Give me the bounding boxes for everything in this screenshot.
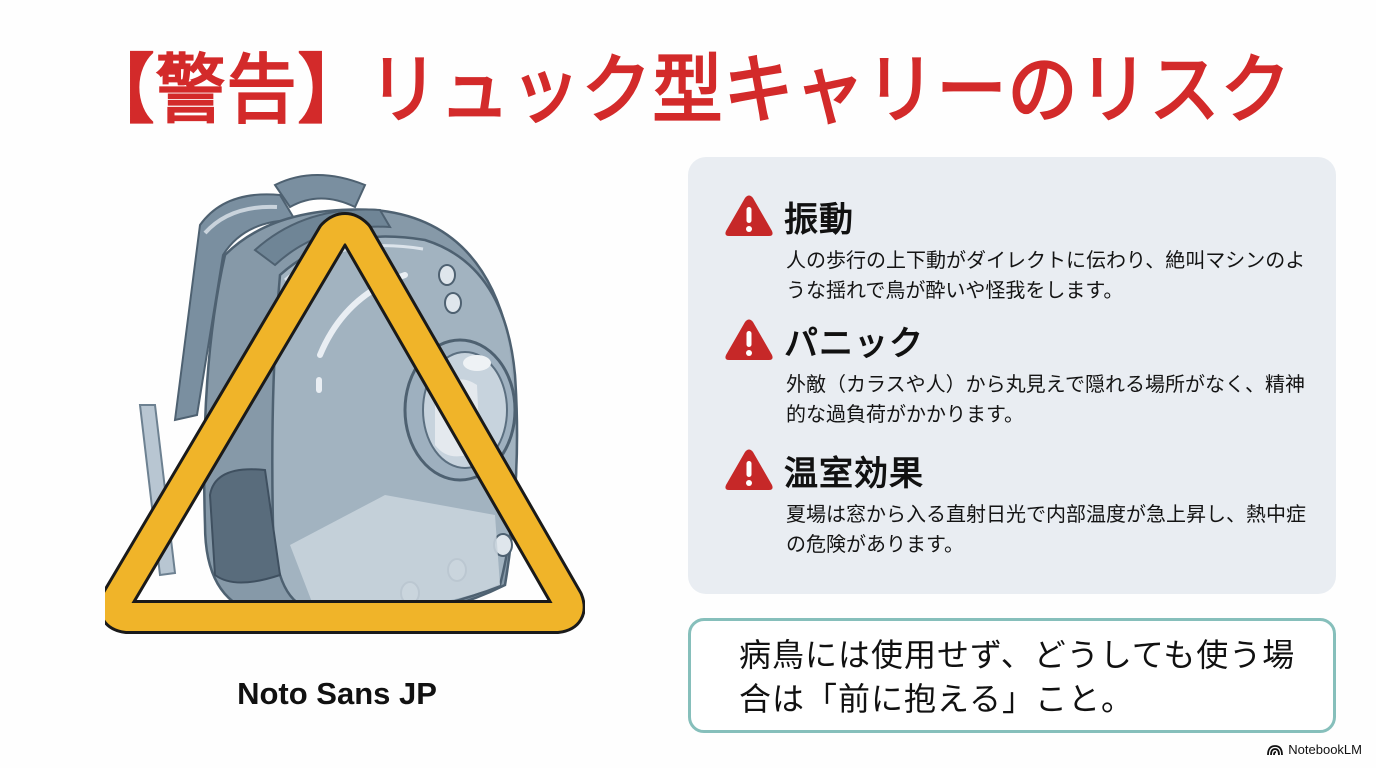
risk-item-vibration: 振動 人の歩行の上下動がダイレクトに伝わり、絶叫マシンのような揺れで鳥が酔いや怪… [724, 195, 1324, 305]
risk-description: 外敵（カラスや人）から丸見えで隠れる場所がなく、精神的な過負荷がかかります。 [786, 372, 1305, 426]
illustration-caption: Noto Sans JP [237, 676, 437, 711]
brand-label: NotebookLM [1288, 742, 1362, 757]
notebooklm-logo-icon [1267, 744, 1284, 755]
risk-panel: 振動 人の歩行の上下動がダイレクトに伝わり、絶叫マシンのような揺れで鳥が酔いや怪… [688, 157, 1336, 594]
risk-item-panic: パニック 外敵（カラスや人）から丸見えで隠れる場所がなく、精神的な過負荷がかかり… [724, 319, 1324, 429]
risk-title: 振動 [784, 199, 854, 240]
risk-title: パニック [784, 323, 924, 364]
backpack-carrier-icon [98, 174, 586, 634]
risk-description: 人の歩行の上下動がダイレクトに伝わり、絶叫マシンのような揺れで鳥が酔いや怪我をし… [786, 248, 1306, 302]
risk-description: 夏場は窓から入る直射日光で内部温度が急上昇し、熱中症の危険があります。 [786, 502, 1306, 556]
warning-icon [725, 449, 773, 490]
brand-watermark: NotebookLM [1267, 742, 1362, 757]
advice-box: 病鳥には使用せず、どうしても使う場合は「前に抱える」こと。 [688, 618, 1336, 733]
warning-icon [725, 319, 773, 360]
page-title: 【警告】リュック型キャリーのリスク [84, 45, 1292, 135]
risk-title: 温室効果 [784, 453, 924, 494]
warning-icon [725, 195, 773, 236]
backpack-warning-illustration [98, 165, 586, 635]
advice-text: 病鳥には使用せず、どうしても使う場合は「前に抱える」こと。 [739, 636, 1296, 718]
risk-item-greenhouse: 温室効果 夏場は窓から入る直射日光で内部温度が急上昇し、熱中症の危険があります。 [724, 449, 1324, 559]
